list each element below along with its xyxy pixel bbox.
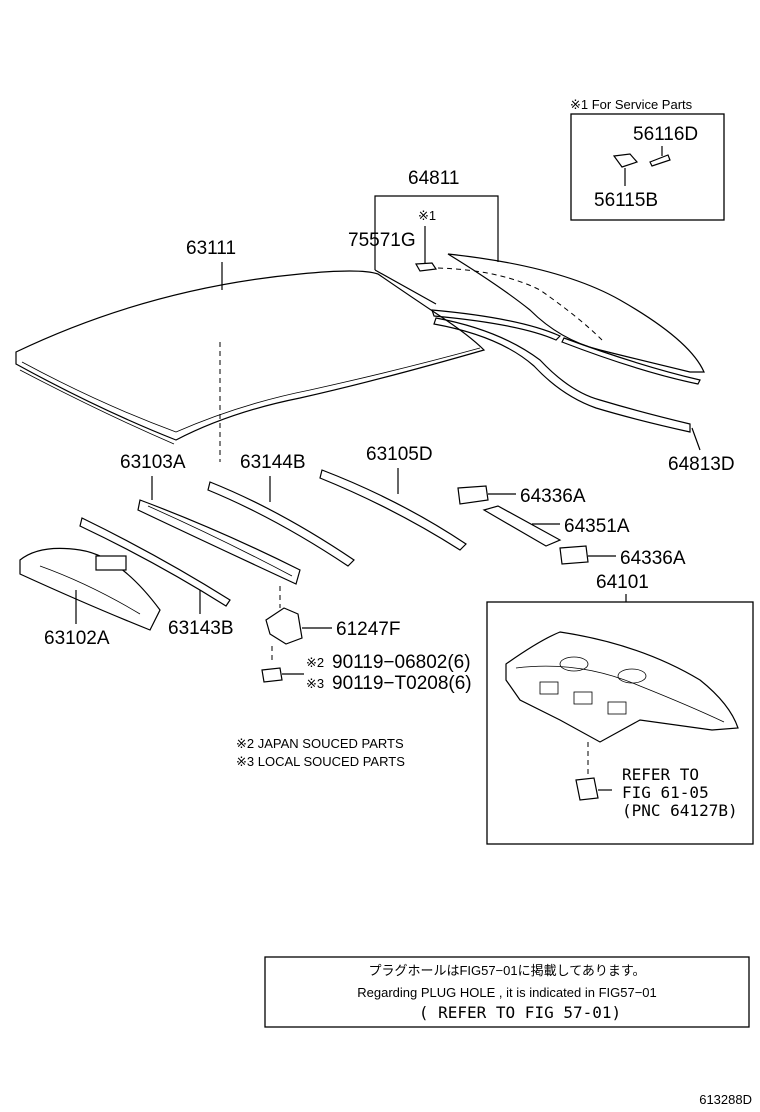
plug-note-refer: ( REFER TO FIG 57-01) xyxy=(419,1003,621,1022)
clip-64127b-drawing xyxy=(575,777,599,801)
plug-note-japanese: プラグホールはFIG57−01に掲載してあります。 xyxy=(368,963,645,978)
roof-reinforcements: 63103A 63144B 63105D 63143B 63102A xyxy=(19,444,467,649)
note-local-sourced: ※3 LOCAL SOUCED PARTS xyxy=(236,754,405,769)
bracket-and-bolts: 61247F ※2 90119−06802(6) ※3 90119−T0208(… xyxy=(261,586,472,694)
tray-opening-2 xyxy=(573,691,593,705)
roof-panel-flange xyxy=(19,369,175,445)
pads-group: 64336A 64351A 64336A xyxy=(457,485,686,569)
speaker-hole-right xyxy=(617,668,647,684)
part-label-bolt-japan: 90119−06802(6) xyxy=(332,652,471,673)
figure-id: 613288D xyxy=(699,1092,752,1107)
part-label-64336a-bottom: 64336A xyxy=(620,548,686,569)
refer-line-1: REFER TO xyxy=(622,765,699,784)
part-label-56115b: 56115B xyxy=(594,190,658,211)
panel-63102a-drawing xyxy=(19,547,161,631)
pad-64351a-drawing xyxy=(482,505,562,547)
note-japan-sourced: ※2 JAPAN SOUCED PARTS xyxy=(236,736,404,751)
part-label-63102a: 63102A xyxy=(44,628,110,649)
leader-64811 xyxy=(374,195,499,270)
service-parts-box: ※1 For Service Parts 56116D 56115B xyxy=(570,97,725,221)
part-label-64811: 64811 xyxy=(408,168,459,189)
package-tray-box: 64101 REFER TO FIG 61-05 (PNC 64127B) xyxy=(486,572,754,845)
plug-note-frame xyxy=(264,956,750,1028)
panel-63102a-detail xyxy=(39,565,141,615)
pad-64336a-bottom-drawing xyxy=(559,545,589,565)
moulding-right-drawing xyxy=(561,337,701,385)
clip-75571g-drawing xyxy=(415,262,438,272)
part-label-64351a: 64351A xyxy=(564,516,630,537)
tray-opening-1 xyxy=(539,681,559,695)
front-header-63103a-drawing xyxy=(137,499,301,585)
plug-hole-note: プラグホールはFIG57−01に掲載してあります。 Regarding PLUG… xyxy=(264,956,750,1028)
refer-line-2: FIG 61-05 xyxy=(622,783,709,802)
part-label-64813d: 64813D xyxy=(668,454,735,475)
package-tray-edge xyxy=(515,665,725,723)
mark-1: ※1 xyxy=(418,208,436,223)
package-tray-drawing xyxy=(505,631,739,743)
speaker-hole-left xyxy=(559,656,589,672)
weatherstrip-64813d-drawing xyxy=(433,317,691,433)
part-label-75571g: 75571G xyxy=(348,230,416,251)
mark-3: ※3 xyxy=(306,676,324,691)
part-label-64336a-top: 64336A xyxy=(520,486,586,507)
back-window-glass-drawing xyxy=(447,253,705,373)
roof-panel-edge xyxy=(21,347,481,433)
part-label-63143b: 63143B xyxy=(168,618,234,639)
bolt-drawing xyxy=(261,667,283,683)
leader-64813d xyxy=(691,427,701,451)
part-label-56116d: 56116D xyxy=(633,124,698,145)
panel-63102a-bracket xyxy=(95,555,127,571)
roof-bow-63143b-drawing xyxy=(79,517,231,607)
part-label-63105d: 63105D xyxy=(366,444,433,465)
part-label-61247f: 61247F xyxy=(336,619,400,640)
part-label-63144b: 63144B xyxy=(240,452,306,473)
clip-56115b-drawing xyxy=(612,153,639,168)
tray-opening-3 xyxy=(607,701,627,715)
front-header-detail xyxy=(147,505,293,577)
pad-64336a-top-drawing xyxy=(457,485,489,505)
rear-header-63105d-drawing xyxy=(319,469,467,551)
service-box-title: ※1 For Service Parts xyxy=(570,97,693,112)
service-box-frame xyxy=(570,113,725,221)
clip-56116d-drawing xyxy=(649,154,671,167)
part-label-bolt-local: 90119−T0208(6) xyxy=(332,673,472,694)
refer-line-3: (PNC 64127B) xyxy=(622,801,738,820)
roof-bow-63144b-drawing xyxy=(207,481,355,567)
package-tray-frame xyxy=(486,601,754,845)
leader-64811-lower xyxy=(374,269,437,305)
part-label-63111: 63111 xyxy=(186,238,236,259)
part-label-64101: 64101 xyxy=(596,572,649,593)
part-label-63103a: 63103A xyxy=(120,452,186,473)
mark-2: ※2 xyxy=(306,655,324,670)
roof-panel-drawing xyxy=(15,270,486,441)
roof-panel-group: 63111 xyxy=(15,238,486,462)
moulding-upper-drawing xyxy=(431,309,562,341)
bracket-61247f-drawing xyxy=(265,607,303,645)
back-window-group: 64811 ※1 75571G 64813D xyxy=(348,168,735,475)
plug-note-english: Regarding PLUG HOLE , it is indicated in… xyxy=(357,985,657,1000)
